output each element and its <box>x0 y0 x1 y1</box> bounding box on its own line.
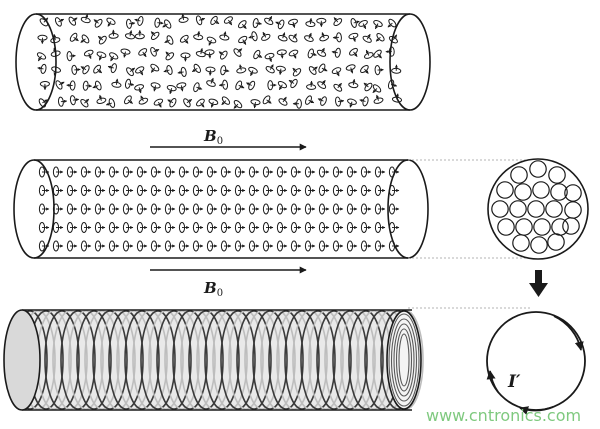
field-label-top: B <box>203 127 217 145</box>
current-label: I′ <box>507 372 521 392</box>
svg-text:B0: B0 <box>203 279 223 299</box>
random-moment-loops <box>36 13 403 109</box>
field-label-bottom: B <box>203 279 217 297</box>
svg-text:B0: B0 <box>203 127 223 147</box>
surface-current-loop: I′ <box>486 311 586 415</box>
surface-current-coil <box>3 309 424 411</box>
field-label-top-sub: 0 <box>217 136 223 147</box>
aligned-moments-cylinder <box>13 159 429 259</box>
watermark-text: www.cntronics.com <box>426 406 581 425</box>
field-arrow-top: B0 <box>150 127 307 151</box>
field-label-bottom-sub: 0 <box>217 288 223 299</box>
down-arrow-icon <box>529 270 548 297</box>
cross-section-loops <box>487 158 589 260</box>
aligned-moment-loops <box>38 166 400 252</box>
field-arrow-bottom: B0 <box>150 266 307 299</box>
guide-lines <box>408 159 530 309</box>
random-moments-cylinder <box>15 13 431 111</box>
